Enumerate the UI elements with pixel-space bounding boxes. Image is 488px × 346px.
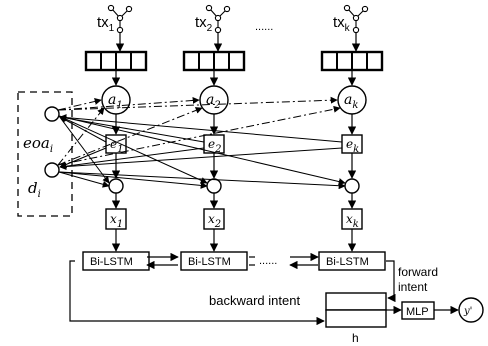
top-ellipsis: ...... — [255, 21, 273, 33]
bilstm-box — [180, 251, 248, 271]
forward-path — [386, 260, 396, 303]
bilstm-label: Bi-LSTM — [90, 256, 133, 268]
e-to-eoa-link — [59, 114, 205, 143]
d-to-combine-link — [58, 171, 346, 190]
d-to-a-link — [57, 107, 105, 166]
e-to-d-link — [59, 147, 205, 170]
forward-intent-label-line2: intent — [398, 280, 428, 294]
d-to-a-link — [57, 105, 341, 166]
tx-tree-icon — [343, 4, 369, 34]
bilstm-label: Bi-LSTM — [188, 256, 231, 268]
eoa-to-combine-link — [58, 115, 110, 184]
d-label: di — [28, 179, 41, 200]
h-label: h — [352, 331, 359, 345]
x-node-label: x2 — [208, 212, 221, 230]
tx-label: tx2 — [195, 14, 213, 34]
eoa-to-a-link — [57, 98, 102, 111]
bilstm-box — [318, 251, 386, 271]
eoa-node — [44, 106, 60, 122]
context-group-box — [17, 91, 73, 217]
d-to-combine-link — [58, 171, 208, 189]
backward-path — [69, 260, 325, 326]
d-to-a-link — [57, 107, 203, 166]
combine-node — [206, 178, 222, 194]
e-node-label: e2 — [208, 137, 221, 155]
context-links — [57, 96, 346, 190]
tx-sequence-box — [84, 50, 148, 72]
e-to-eoa-link — [59, 114, 343, 143]
e-to-d-link — [59, 147, 107, 168]
eoa-to-combine-link — [58, 115, 346, 185]
h-forward-cell — [325, 292, 387, 311]
output-node — [458, 297, 484, 323]
d-to-combine-link — [58, 171, 110, 188]
d-node — [44, 162, 60, 178]
output-label: y' — [463, 306, 472, 317]
lstm-ellipsis: ...... — [259, 255, 277, 267]
a-node-label: a2 — [206, 92, 221, 111]
tx-label: tx1 — [97, 14, 115, 34]
tx-tree-icon — [205, 4, 231, 34]
tx-sequence-box — [182, 50, 246, 72]
eoa-label: eoai — [23, 134, 53, 155]
a-node-label: a1 — [108, 92, 123, 111]
x-node-label: x1 — [110, 212, 123, 230]
e-to-eoa-link — [59, 116, 107, 143]
lstm-chain-arrows — [146, 252, 319, 270]
a-node-label: ak — [344, 92, 358, 111]
e-node-label: e1 — [110, 137, 123, 155]
combine-node — [344, 178, 360, 194]
e-to-d-link — [59, 147, 343, 171]
eoa-to-a-link — [57, 96, 338, 111]
backward-intent-label: backward intent — [209, 293, 300, 308]
mlp-label: MLP — [406, 306, 429, 318]
forward-intent-label-line1: forward — [398, 265, 438, 279]
bilstm-label: Bi-LSTM — [326, 256, 369, 268]
e-node-label: ek — [346, 137, 359, 155]
tx-label: txk — [333, 14, 351, 34]
h-backward-cell — [325, 309, 387, 328]
combine-node — [108, 178, 124, 194]
tx-tree-icon — [107, 4, 133, 34]
tx-sequence-box — [320, 50, 384, 72]
x-node-label: xk — [346, 212, 359, 230]
eoa-to-a-link — [57, 96, 200, 111]
